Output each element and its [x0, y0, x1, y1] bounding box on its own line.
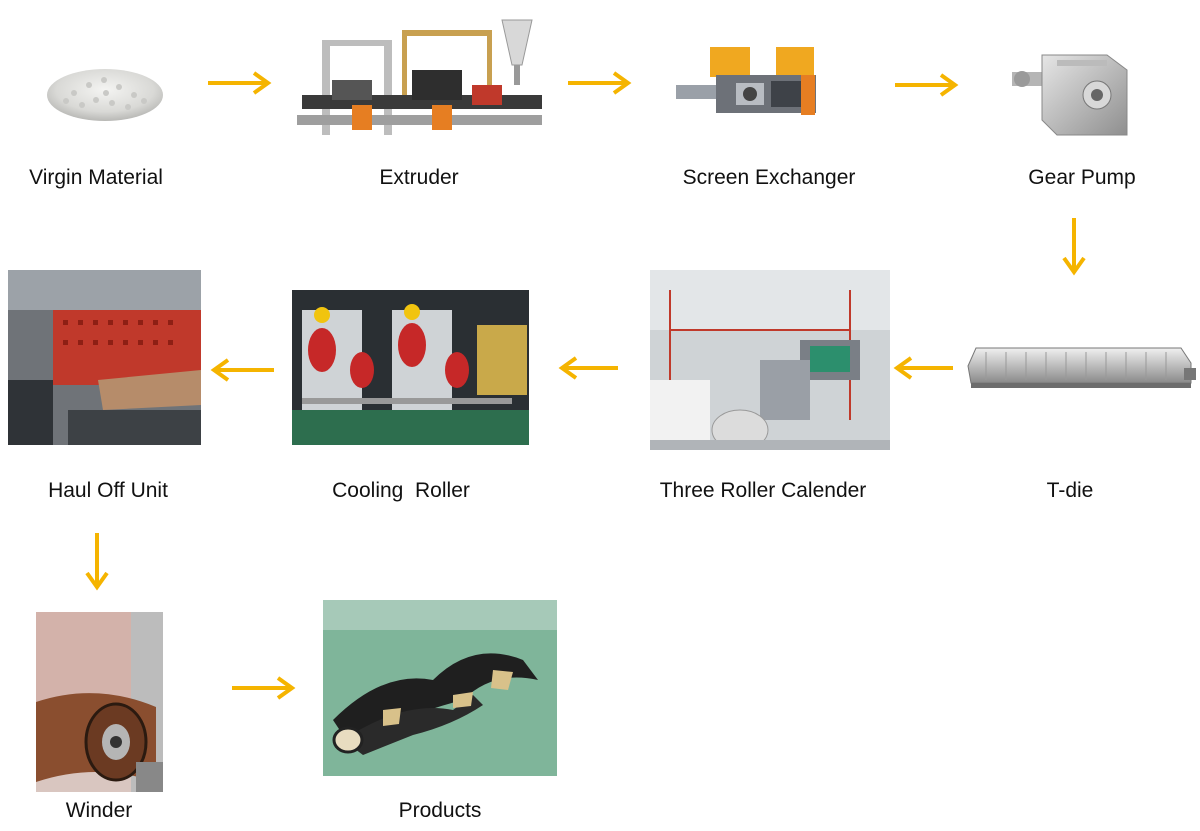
step-label: Screen Exchanger	[682, 166, 856, 189]
cooling-roller-image	[292, 290, 529, 445]
arrow-right-icon	[206, 70, 274, 96]
step-label: Cooling Roller	[332, 479, 470, 502]
arrow-right-icon	[566, 70, 634, 96]
haul-off-unit-image	[8, 270, 201, 445]
step-label: T-die	[1046, 479, 1094, 502]
step-label: Gear Pump	[1028, 166, 1136, 189]
step-label: Virgin Material	[29, 166, 163, 189]
arrow-left-icon	[893, 355, 955, 381]
winder-image	[36, 612, 163, 792]
arrow-right-icon	[230, 675, 298, 701]
screen-exchanger-image	[676, 45, 822, 120]
arrow-left-icon	[210, 357, 276, 383]
step-label: Extruder	[379, 166, 459, 189]
three-roller-calender-image	[650, 270, 890, 450]
step-label: Three Roller Calender	[659, 479, 867, 502]
arrow-down-icon	[84, 531, 110, 591]
step-label: Winder	[65, 799, 133, 822]
products-image	[323, 600, 557, 776]
step-label: Products	[398, 799, 482, 822]
arrow-left-icon	[558, 355, 620, 381]
arrow-down-icon	[1061, 216, 1087, 276]
step-label: Haul Off Unit	[48, 479, 168, 502]
extruder-image	[292, 10, 547, 140]
gear-pump-image	[1012, 40, 1132, 140]
virgin-material-image	[44, 55, 166, 125]
arrow-right-icon	[893, 72, 961, 98]
t-die-image	[966, 338, 1198, 400]
